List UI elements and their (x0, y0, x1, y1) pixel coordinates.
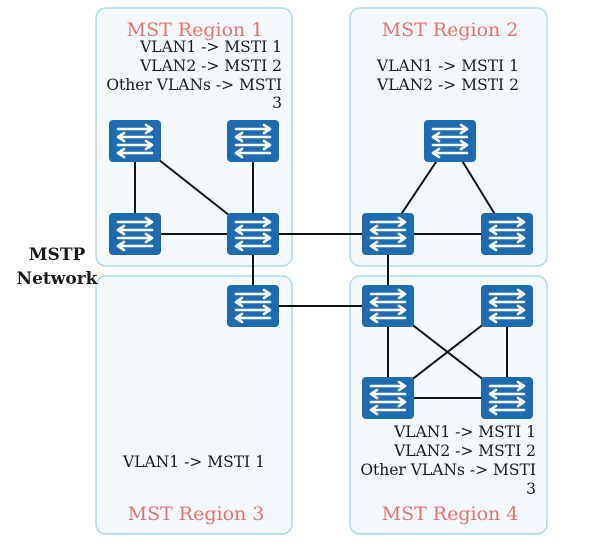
region-1-mapping: 3 (272, 94, 282, 112)
arrow-left-icon (369, 296, 407, 308)
region-3-mapping: VLAN1 -> MSTI 1 (122, 453, 265, 471)
arrow-left-icon (116, 224, 154, 236)
switch-body (109, 213, 161, 255)
region-3: VLAN1 -> MSTI 1 MST Region 3 (95, 275, 293, 535)
arrow-left-icon (234, 131, 272, 143)
arrow-left-icon (369, 224, 407, 236)
switch-icon[interactable] (362, 213, 414, 255)
switch-icon[interactable] (424, 120, 476, 162)
region-1-mapping: VLAN2 -> MSTI 2 (139, 57, 282, 75)
arrow-left-icon (488, 312, 526, 324)
region-2-mapping: VLAN2 -> MSTI 2 (376, 76, 519, 94)
arrow-left-icon (431, 147, 469, 159)
switch-body (109, 120, 161, 162)
arrow-left-icon (488, 296, 526, 308)
region-1: MST Region 1 VLAN1 -> MSTI 1 VLAN2 -> MS… (95, 7, 293, 267)
arrow-left-icon (234, 312, 272, 324)
region-3-title: MST Region 3 (128, 503, 265, 525)
region-4: VLAN1 -> MSTI 1 VLAN2 -> MSTI 2 Other VL… (349, 275, 548, 535)
switch-body (362, 213, 414, 255)
region-1-mapping: Other VLANs -> MSTI (106, 76, 282, 94)
switch-icon[interactable] (227, 285, 279, 327)
arrow-right-icon (234, 232, 272, 244)
region-1-mapping: VLAN1 -> MSTI 1 (139, 38, 282, 56)
arrow-right-icon (369, 288, 407, 300)
arrow-right-icon (234, 304, 272, 316)
region-4-mapping: VLAN2 -> MSTI 2 (393, 442, 536, 460)
switch-body (227, 285, 279, 327)
switch-icon[interactable] (481, 377, 533, 419)
switch-icon[interactable] (227, 213, 279, 255)
switch-icon[interactable] (481, 285, 533, 327)
region-4-title: MST Region 4 (382, 503, 519, 525)
arrow-right-icon (488, 216, 526, 228)
region-2-mapping: VLAN1 -> MSTI 1 (376, 57, 519, 75)
arrow-right-icon (234, 123, 272, 135)
arrow-right-icon (488, 288, 526, 300)
switch-body (362, 285, 414, 327)
arrow-right-icon (369, 380, 407, 392)
arrow-left-icon (431, 131, 469, 143)
region-2-title: MST Region 2 (382, 19, 519, 41)
region-1-title: MST Region 1 (127, 19, 264, 41)
switch-icon[interactable] (481, 213, 533, 255)
arrow-right-icon (431, 139, 469, 151)
arrow-left-icon (234, 296, 272, 308)
region-3-box (95, 275, 293, 535)
switch-icon[interactable] (362, 377, 414, 419)
switch-body (227, 213, 279, 255)
arrow-right-icon (488, 396, 526, 408)
network-label: Network (17, 269, 99, 289)
arrow-right-icon (488, 232, 526, 244)
arrow-left-icon (369, 404, 407, 416)
region-4-box (349, 275, 548, 535)
arrow-right-icon (116, 232, 154, 244)
switch-icon[interactable] (227, 120, 279, 162)
switch-body (424, 120, 476, 162)
switch-body (227, 120, 279, 162)
arrow-right-icon (116, 123, 154, 135)
devices-layer (109, 120, 533, 419)
arrow-left-icon (116, 131, 154, 143)
arrow-right-icon (488, 304, 526, 316)
region-4-mapping: 3 (526, 480, 536, 498)
arrow-right-icon (369, 216, 407, 228)
arrow-left-icon (116, 240, 154, 252)
switch-body (362, 377, 414, 419)
arrow-right-icon (234, 288, 272, 300)
arrow-left-icon (234, 240, 272, 252)
network-label: MSTP (29, 245, 86, 265)
arrow-left-icon (488, 240, 526, 252)
region-4-mapping: Other VLANs -> MSTI (360, 461, 536, 479)
switch-icon[interactable] (109, 213, 161, 255)
arrow-left-icon (116, 147, 154, 159)
arrow-left-icon (369, 312, 407, 324)
arrow-left-icon (234, 224, 272, 236)
arrow-left-icon (234, 147, 272, 159)
region-4-mapping: VLAN1 -> MSTI 1 (393, 423, 536, 441)
switch-body (481, 285, 533, 327)
arrow-left-icon (369, 388, 407, 400)
arrow-right-icon (369, 304, 407, 316)
arrow-right-icon (369, 232, 407, 244)
arrow-right-icon (234, 139, 272, 151)
arrow-right-icon (488, 380, 526, 392)
arrow-right-icon (234, 216, 272, 228)
switch-body (481, 377, 533, 419)
arrow-right-icon (116, 139, 154, 151)
arrow-left-icon (488, 224, 526, 236)
arrow-left-icon (488, 404, 526, 416)
arrow-right-icon (116, 216, 154, 228)
switch-icon[interactable] (109, 120, 161, 162)
arrow-left-icon (488, 388, 526, 400)
arrow-left-icon (369, 240, 407, 252)
arrow-right-icon (431, 123, 469, 135)
switch-icon[interactable] (362, 285, 414, 327)
regions-layer: MST Region 1 VLAN1 -> MSTI 1 VLAN2 -> MS… (95, 7, 548, 535)
arrow-right-icon (369, 396, 407, 408)
region-1-box (95, 7, 293, 267)
switch-body (481, 213, 533, 255)
